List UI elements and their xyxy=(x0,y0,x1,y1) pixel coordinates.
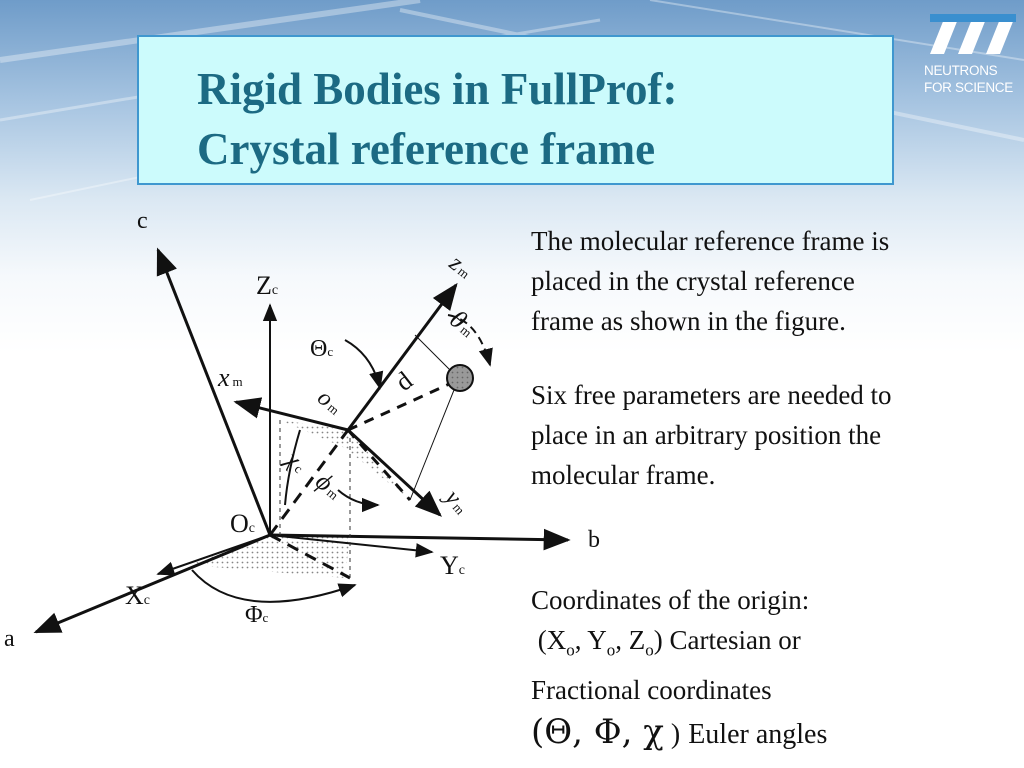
chi-arc xyxy=(284,429,301,506)
label-Theta-c: Θc xyxy=(310,336,333,362)
axis-zm-line xyxy=(346,282,458,431)
label-d: d xyxy=(390,366,418,397)
page-title: Rigid Bodies in FullProf: xyxy=(197,64,678,114)
label-theta-m: θm xyxy=(444,304,482,342)
axis-a-line xyxy=(33,533,271,634)
phi-c-arc xyxy=(191,569,357,603)
axis-ym-line xyxy=(346,428,442,517)
axis-b-line xyxy=(269,528,571,551)
label-om: om xyxy=(312,385,347,420)
label-Oc: Oc xyxy=(230,509,255,538)
axis-Yc-line xyxy=(269,534,434,558)
axis-Xc-line xyxy=(156,534,271,576)
label-chi-c: χc xyxy=(279,445,311,478)
logo-line-1: NEUTRONS xyxy=(924,63,998,78)
label-Yc: Yc xyxy=(440,551,465,580)
paragraph-molecular-frame: The molecular reference frame is placed … xyxy=(531,226,890,336)
label-c-axis: c xyxy=(137,208,148,234)
ill-logo-icon xyxy=(930,14,1016,54)
phi-m-arc xyxy=(337,489,380,513)
theta-c-arc xyxy=(344,339,384,390)
projection-line-6 xyxy=(347,378,459,432)
projection-line-1 xyxy=(268,429,350,536)
paragraph-free-parameters: Six free parameters are needed to place … xyxy=(531,380,892,490)
label-Xc: Xc xyxy=(125,581,150,610)
euler-angles-line: (Θ, Φ, χ ) Euler angles xyxy=(531,712,828,752)
axis-xm-line xyxy=(233,397,349,432)
crystal-plane-shading xyxy=(190,535,350,578)
axis-c-line xyxy=(156,247,272,536)
page-subtitle: Crystal reference frame xyxy=(197,124,656,174)
projection-line-5 xyxy=(346,429,412,501)
projection-line-2 xyxy=(269,533,351,580)
label-ym: ym xyxy=(438,484,474,520)
coordinates-line: (Xo, Yo, Zo) Cartesian or xyxy=(537,625,801,660)
title-box: Rigid Bodies in FullProf: Crystal refere… xyxy=(137,35,894,185)
paragraph-origin-coordinates: Coordinates of the origin: (Xo, Yo, Zo) … xyxy=(531,585,810,706)
label-a-axis: a xyxy=(4,626,15,652)
label-b-axis: b xyxy=(588,527,600,553)
label-Phi-c: Φc xyxy=(245,602,269,628)
projection-line-8 xyxy=(409,379,459,501)
logo-line-2: FOR SCIENCE xyxy=(924,80,1013,95)
label-phi-m: ϕm xyxy=(310,466,348,505)
theta-m-arc xyxy=(447,314,493,367)
label-zm: zm xyxy=(444,250,478,284)
label-Zc: Zc xyxy=(256,271,278,300)
